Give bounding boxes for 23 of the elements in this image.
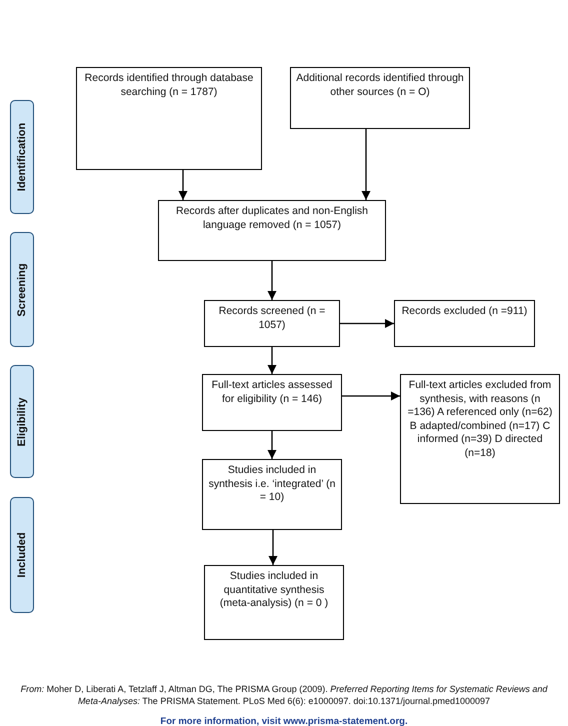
process-box: Studies included in synthesis i.e. ‘integrated’ (n = 10) [202, 459, 342, 530]
arrow [268, 530, 278, 565]
process-box: Additional records identified through other sources (n = O) [290, 67, 470, 129]
phase-label: Eligibility [10, 365, 34, 478]
more-info-text: For more information, visit www.prisma-statement.org. [159, 716, 409, 726]
process-box: Records after duplicates and non-English language removed (n = 1057) [158, 200, 386, 261]
process-box: Records excluded (n =911) [394, 300, 535, 347]
phase-label: Identification [10, 100, 34, 214]
process-box: Full-text articles assessed for eligibility (n = 146) [202, 374, 342, 431]
arrow [267, 431, 277, 459]
arrow [340, 318, 394, 328]
phase-label: Screening [10, 232, 34, 347]
citation-text: From: Moher D, Liberati A, Tetzlaff J, Altman DG, The PRISMA Group (2009). Preferred Reporting Items for Systematic Reviews and Meta-Analyses: The PRISMA Statement. PLoS Med 6(6): e1000097. doi:10.1371/journal.pmed1000097 [20, 683, 548, 707]
arrow [178, 170, 188, 200]
arrow [361, 129, 371, 200]
process-box: Records screened (n = 1057) [204, 300, 340, 347]
process-box: Records identified through database searching (n = 1787) [76, 67, 262, 170]
process-box: Full-text articles excluded from synthesis, with reasons (n =136) A referenced only (n=62) B adapted/combined (n=17) C informed (n=39) D directed (n=18) [400, 374, 560, 504]
process-box: Studies included in quantitative synthesis (meta-analysis) (n = 0 ) [204, 565, 344, 640]
arrow [267, 347, 277, 374]
arrow [267, 261, 277, 300]
arrow [342, 391, 400, 401]
phase-label: Included [10, 497, 34, 613]
